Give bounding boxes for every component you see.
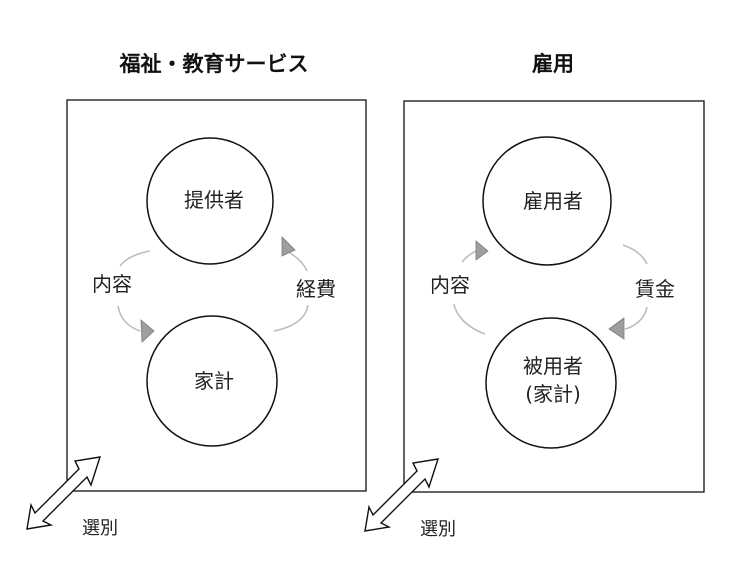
node-employer: 雇用者: [482, 136, 612, 266]
panel-title-welfare: 福祉・教育サービス: [119, 52, 309, 76]
node-employee-circle: [485, 317, 617, 449]
node-household-circle: [146, 315, 278, 447]
selection-arrow-welfare: [26, 456, 102, 530]
flow-wage-employment-label: 賃金: [635, 277, 675, 301]
node-employee: 被用者 (家計): [485, 317, 617, 449]
flow-cost-welfare-lower-arc: [273, 304, 309, 332]
selection-label-employment: 選別: [420, 519, 456, 540]
flow-cost-welfare: 経費: [273, 236, 336, 332]
panel-title-employment: 雇用: [532, 52, 574, 76]
flow-content-employment-arrowhead: [475, 240, 489, 261]
flow-wage-employment-lower-arc: [624, 306, 648, 330]
flow-cost-welfare-upper-arc: [289, 252, 308, 272]
flow-cost-welfare-arrowhead: [281, 236, 296, 257]
flow-content-employment: 内容: [430, 240, 489, 335]
flow-content-welfare-upper-arc: [119, 250, 151, 267]
node-provider: 提供者: [146, 137, 274, 265]
flow-wage-employment: 賃金: [608, 244, 675, 340]
node-employee-label-line2: (家計): [525, 382, 581, 406]
flow-content-welfare-label: 内容: [92, 272, 132, 296]
flow-content-welfare: 内容: [92, 250, 155, 343]
flow-wage-employment-arrowhead: [608, 317, 625, 340]
node-provider-circle: [146, 137, 274, 265]
flow-content-welfare-arrowhead: [140, 319, 155, 343]
node-household-label: 家計: [194, 369, 234, 393]
node-employee-label-line1: 被用者: [523, 354, 583, 378]
node-household: 家計: [146, 315, 278, 447]
flow-content-employment-upper-arc: [461, 250, 477, 263]
node-employer-circle: [482, 136, 612, 266]
panel-welfare: 福祉・教育サービス 提供者 家計 内容 経費 選別: [26, 52, 367, 539]
flow-content-employment-lower-arc: [453, 303, 486, 335]
flow-content-welfare-lower-arc: [117, 305, 141, 332]
flow-content-employment-label: 内容: [430, 273, 470, 297]
node-provider-label: 提供者: [184, 188, 244, 212]
panel-employment: 雇用 雇用者 被用者 (家計) 内容 賃金 選別: [364, 52, 705, 540]
selection-arrow-employment: [364, 458, 440, 532]
selection-label-welfare: 選別: [82, 518, 118, 539]
flow-cost-welfare-label: 経費: [296, 277, 336, 301]
flow-wage-employment-upper-arc: [622, 244, 648, 265]
node-employer-label: 雇用者: [523, 189, 583, 213]
